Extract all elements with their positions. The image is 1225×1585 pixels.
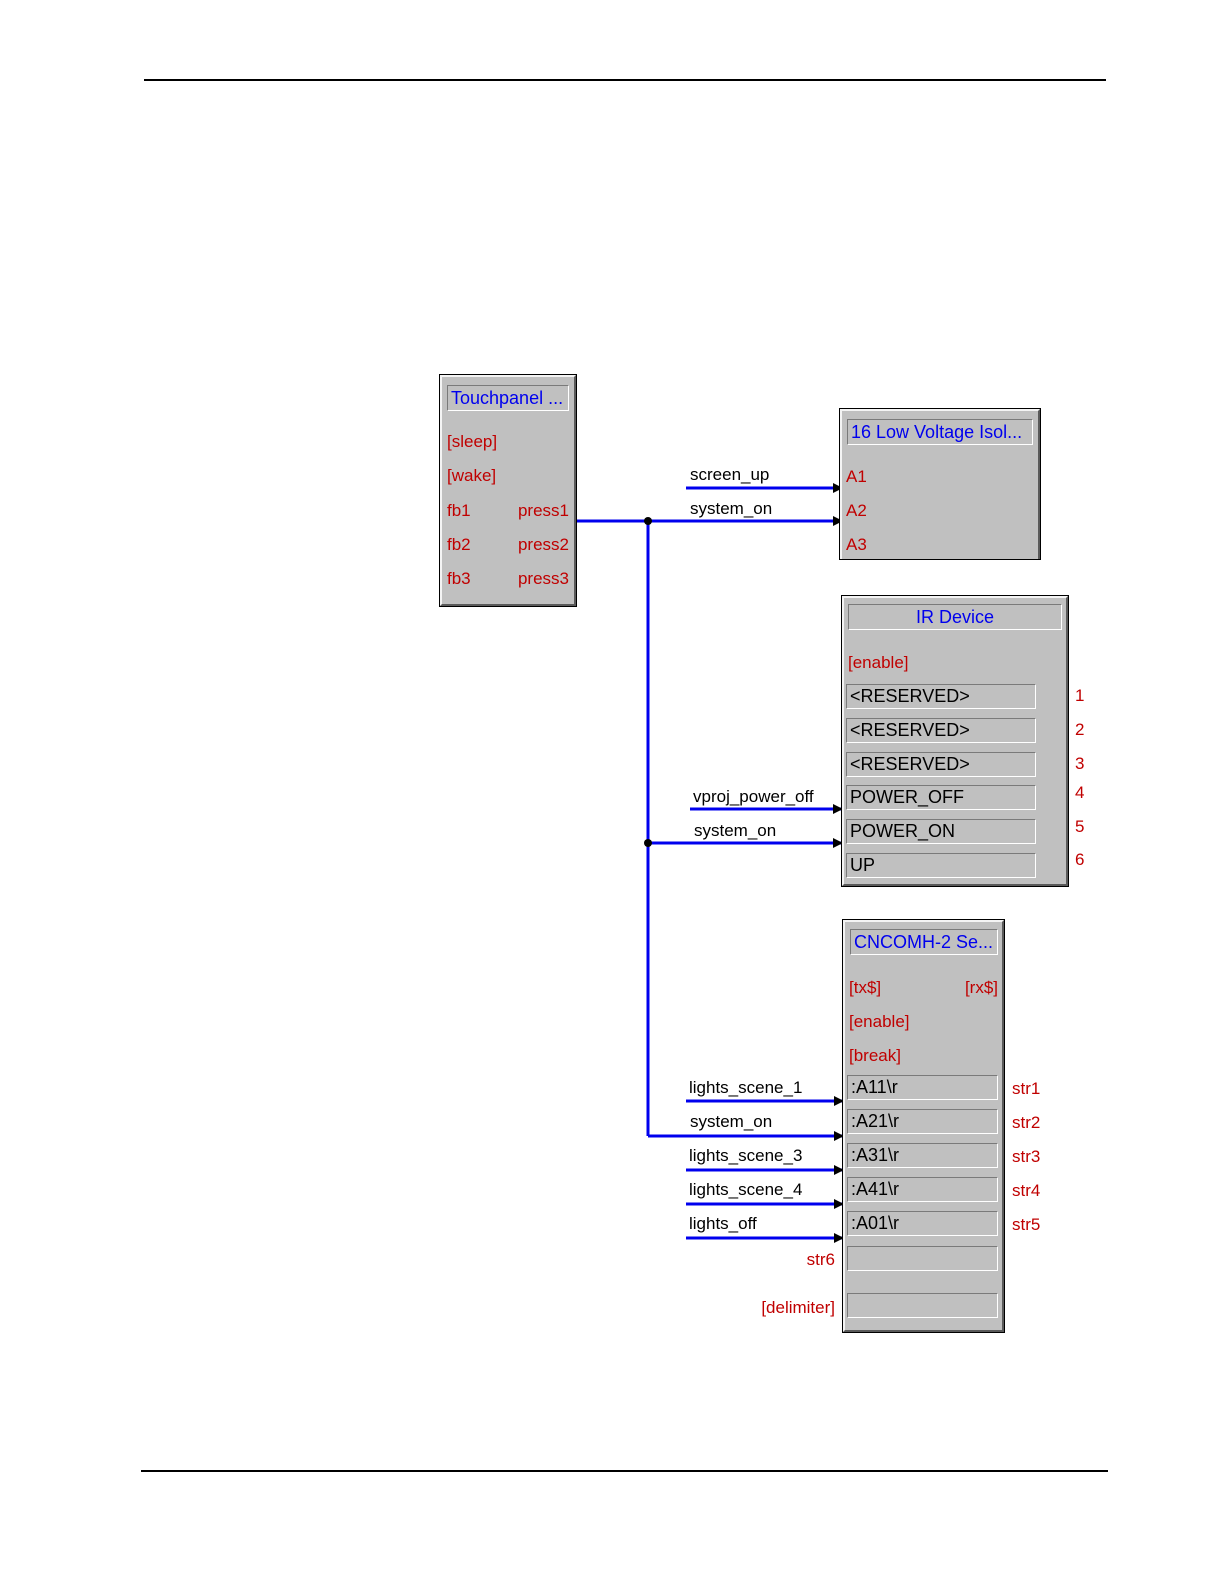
signal-label: [delimiter] xyxy=(761,1298,835,1317)
output-number: 3 xyxy=(1075,754,1085,773)
signal-label: [tx$] xyxy=(849,978,882,997)
parameter-field[interactable]: UP xyxy=(846,853,1036,878)
output-label: str3 xyxy=(1012,1147,1041,1166)
cncomh-symbol[interactable]: CNCOMH-2 Se... [tx$] [rx$] [enable] [bre… xyxy=(842,919,1005,1333)
output-label: str2 xyxy=(1012,1113,1041,1132)
parameter-field[interactable]: :A21\r xyxy=(847,1109,998,1134)
symbol-title: IR Device xyxy=(848,604,1062,630)
parameter-field[interactable]: :A31\r xyxy=(847,1143,998,1168)
footer-rule xyxy=(141,1470,1108,1472)
parameter-field[interactable]: <RESERVED> xyxy=(846,752,1036,777)
signal-label: [enable] xyxy=(848,653,909,672)
input-label: A3 xyxy=(846,535,867,554)
parameter-field[interactable]: :A41\r xyxy=(847,1177,998,1202)
wire-label: lights_scene_1 xyxy=(689,1078,803,1097)
output-label: str4 xyxy=(1012,1181,1041,1200)
wire-label: lights_off xyxy=(689,1214,757,1233)
parameter-field[interactable]: <RESERVED> xyxy=(846,718,1036,743)
output-label: str1 xyxy=(1012,1079,1041,1098)
signal-label: fb2 xyxy=(447,535,471,554)
parameter-field[interactable] xyxy=(847,1246,998,1271)
output-number: 6 xyxy=(1075,850,1085,869)
signal-label: [break] xyxy=(849,1046,901,1065)
output-number: 1 xyxy=(1075,686,1085,705)
touchpanel-symbol[interactable]: Touchpanel ... [sleep] [wake] fb1 fb2 fb… xyxy=(439,374,577,607)
output-label: press2 xyxy=(517,535,569,554)
output-label: str6 xyxy=(806,1250,835,1269)
signal-label: [sleep] xyxy=(447,432,498,451)
output-label: press3 xyxy=(517,569,569,588)
signal-label: [enable] xyxy=(849,1012,910,1031)
output-label: press1 xyxy=(517,501,569,520)
symbol-title: CNCOMH-2 Se... xyxy=(850,929,998,955)
junction-dot xyxy=(644,517,652,525)
wire-label: screen_up xyxy=(690,465,770,484)
parameter-field[interactable]: POWER_ON xyxy=(846,819,1036,844)
signal-label: fb3 xyxy=(447,569,471,588)
parameter-field[interactable] xyxy=(847,1293,998,1318)
header-rule xyxy=(144,79,1106,81)
signal-label: [rx$] xyxy=(964,978,998,997)
output-number: 5 xyxy=(1075,817,1085,836)
signal-label: fb1 xyxy=(447,501,471,520)
wire-label: vproj_power_off xyxy=(693,787,814,806)
signal-label: [wake] xyxy=(447,466,497,485)
output-label: str5 xyxy=(1012,1215,1041,1234)
junction-dot xyxy=(644,839,652,847)
parameter-field[interactable]: POWER_OFF xyxy=(846,785,1036,810)
output-number: 4 xyxy=(1075,783,1085,802)
symbol-title: Touchpanel ... xyxy=(447,385,569,411)
ir-device-symbol[interactable]: IR Device [enable] <RESERVED> <RESERVED>… xyxy=(841,595,1069,887)
input-label: A1 xyxy=(846,467,867,486)
output-number: 2 xyxy=(1075,720,1085,739)
parameter-field[interactable]: <RESERVED> xyxy=(846,684,1036,709)
wire-label: system_on xyxy=(690,1112,773,1131)
wire-label: system_on xyxy=(694,821,777,840)
wire-label: lights_scene_4 xyxy=(689,1180,803,1199)
wire-label: lights_scene_3 xyxy=(689,1146,803,1165)
isolator-symbol[interactable]: 16 Low Voltage Isol... A1 A2 A3 xyxy=(839,408,1041,560)
symbol-title: 16 Low Voltage Isol... xyxy=(847,419,1033,445)
input-label: A2 xyxy=(846,501,867,520)
parameter-field[interactable]: :A01\r xyxy=(847,1211,998,1236)
parameter-field[interactable]: :A11\r xyxy=(847,1075,998,1100)
wire-label: system_on xyxy=(690,499,773,518)
